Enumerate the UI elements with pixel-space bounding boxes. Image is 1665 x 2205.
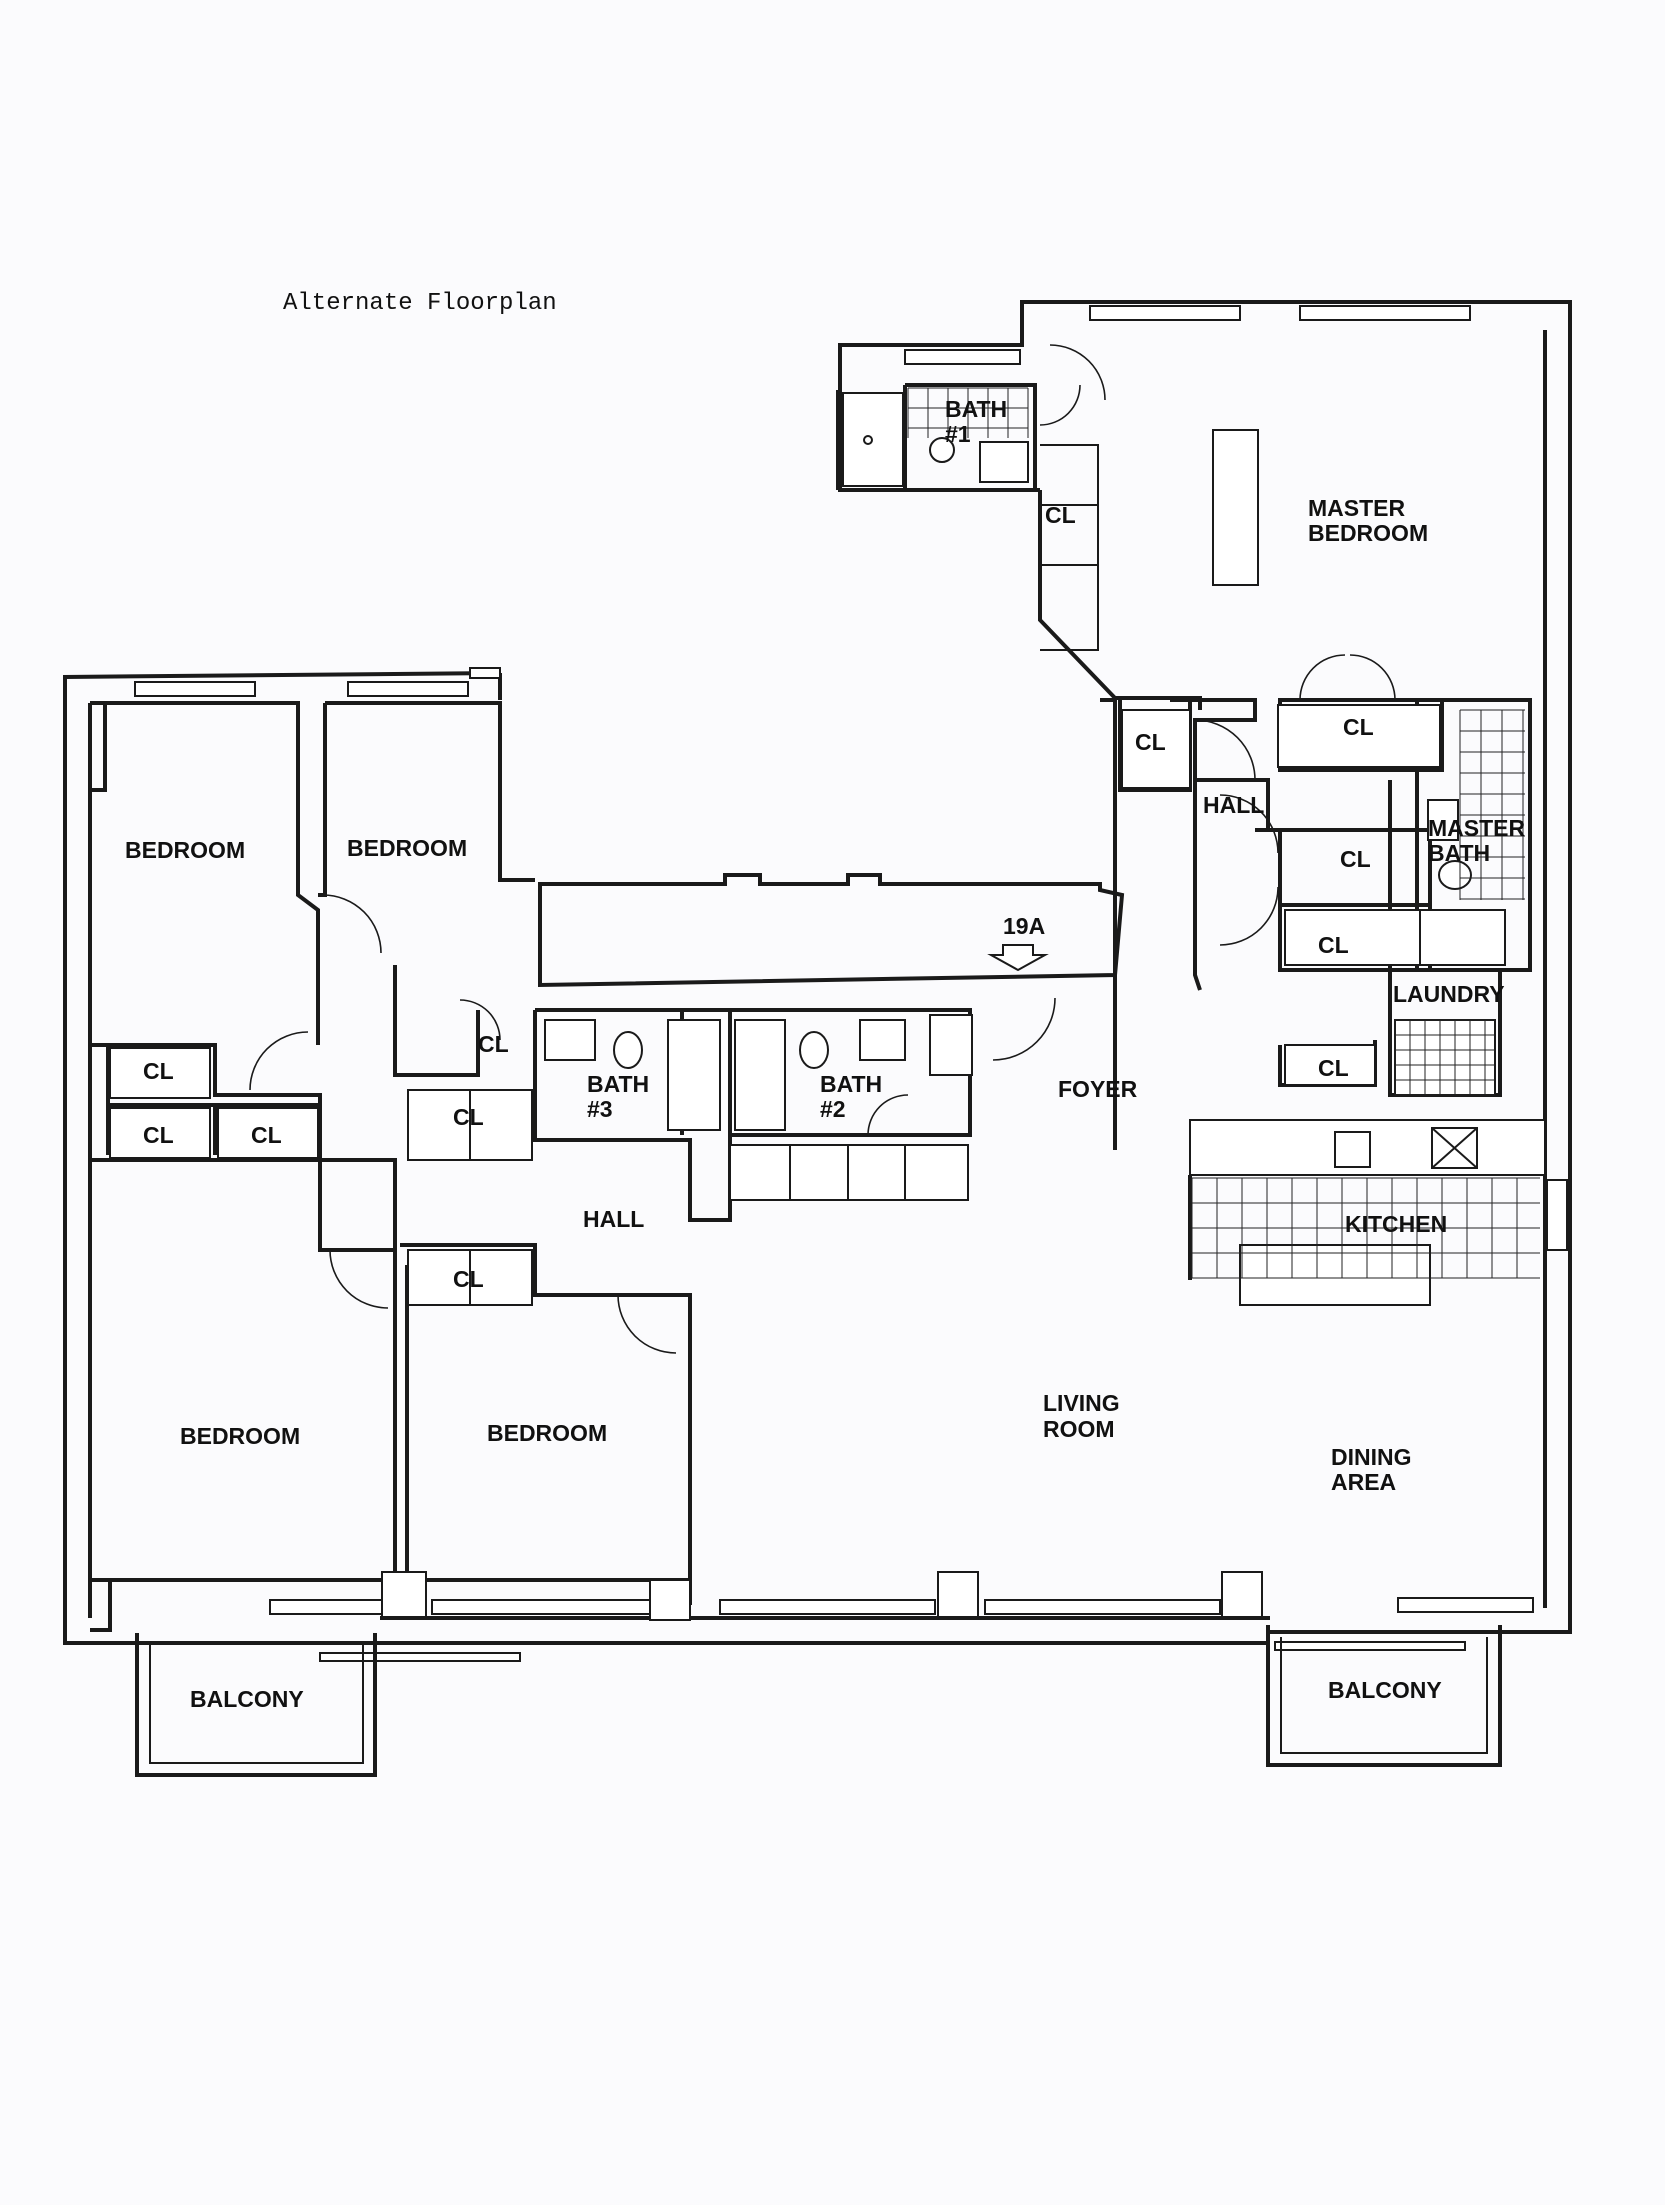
tile-grids	[907, 387, 1540, 1279]
closet-label: CL	[1340, 846, 1371, 872]
bath-3-label: #3	[587, 1096, 613, 1122]
hall-label: HALL	[1203, 792, 1264, 818]
master-bath-label: MASTER	[1428, 815, 1526, 841]
bath-1-label: BATH	[945, 396, 1007, 422]
living-room-label: LIVING	[1043, 1390, 1120, 1416]
bath-1-label: #1	[945, 421, 971, 447]
bath-3-label: BATH	[587, 1071, 649, 1097]
closet-label: CL	[1318, 1055, 1349, 1081]
closet-label: CL	[478, 1031, 509, 1057]
dining-area-label: AREA	[1331, 1469, 1396, 1495]
room-labels: BEDROOM BEDROOM BEDROOM BEDROOM MASTER B…	[125, 396, 1526, 1712]
bath-2-label: BATH	[820, 1071, 882, 1097]
balcony-label: BALCONY	[1328, 1677, 1442, 1703]
exterior-walls	[63, 300, 1572, 1645]
unit-entry-arrow	[987, 944, 1049, 972]
closet-label: CL	[453, 1266, 484, 1292]
closet-label: CL	[1135, 729, 1166, 755]
balconies	[135, 1625, 1502, 1777]
unit-number-label: 19A	[1003, 913, 1045, 939]
bedroom-label: BEDROOM	[347, 835, 467, 861]
closet-label: CL	[1343, 714, 1374, 740]
foyer-label: FOYER	[1058, 1076, 1138, 1102]
closet-label: CL	[251, 1122, 282, 1148]
closets	[109, 704, 1441, 1306]
fixtures	[544, 392, 1506, 1169]
closet-label: CL	[1045, 502, 1076, 528]
dining-area-label: DINING	[1331, 1444, 1412, 1470]
bedroom-label: BEDROOM	[487, 1420, 607, 1446]
bath-2-label: #2	[820, 1096, 846, 1122]
master-bedroom-label: MASTER	[1308, 495, 1406, 521]
closet-label: CL	[1318, 932, 1349, 958]
bedroom-label: BEDROOM	[180, 1423, 300, 1449]
closet-label: CL	[453, 1104, 484, 1130]
closet-label: CL	[143, 1122, 174, 1148]
kitchen-label: KITCHEN	[1345, 1211, 1447, 1237]
interior-walls	[90, 383, 1546, 1632]
closet-label: CL	[143, 1058, 174, 1084]
bedroom-label: BEDROOM	[125, 837, 245, 863]
hall-label: HALL	[583, 1206, 644, 1232]
windows	[134, 305, 1568, 1662]
balcony-label: BALCONY	[190, 1686, 304, 1712]
living-room-label: ROOM	[1043, 1416, 1115, 1442]
plan-caption: Alternate Floorplan	[283, 290, 557, 317]
laundry-label: LAUNDRY	[1393, 981, 1505, 1007]
door-swings	[249, 344, 1396, 1354]
master-bath-label: BATH	[1428, 840, 1490, 866]
master-bedroom-label: BEDROOM	[1308, 520, 1428, 546]
